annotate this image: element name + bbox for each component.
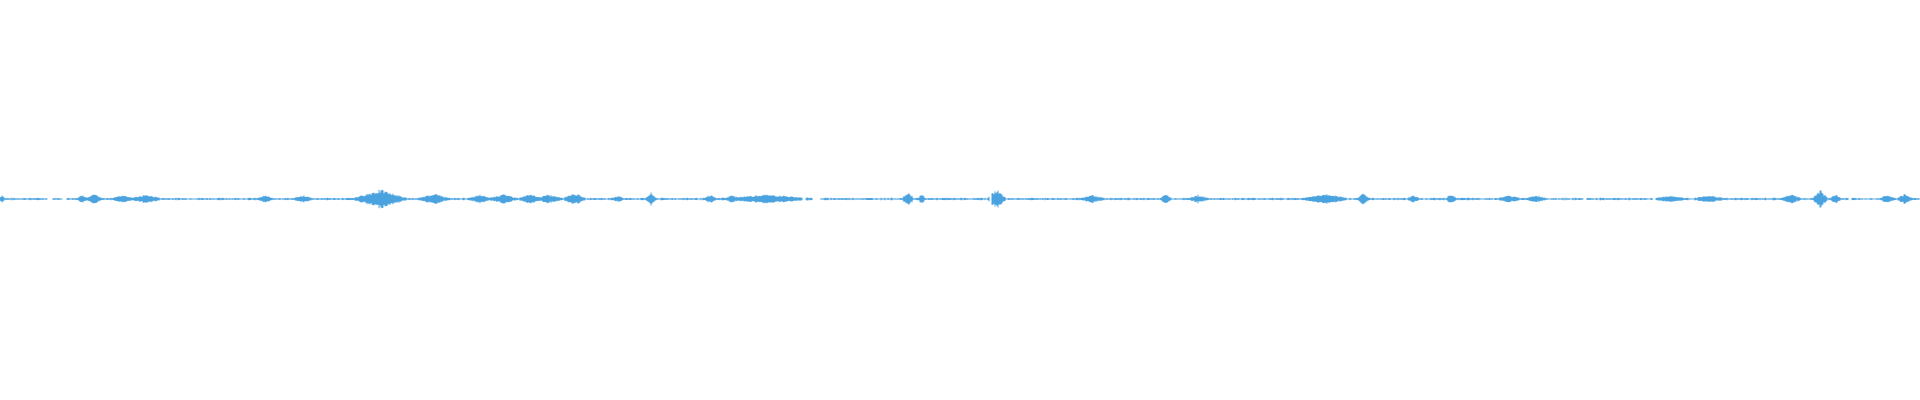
waveform-trace	[0, 189, 1920, 209]
